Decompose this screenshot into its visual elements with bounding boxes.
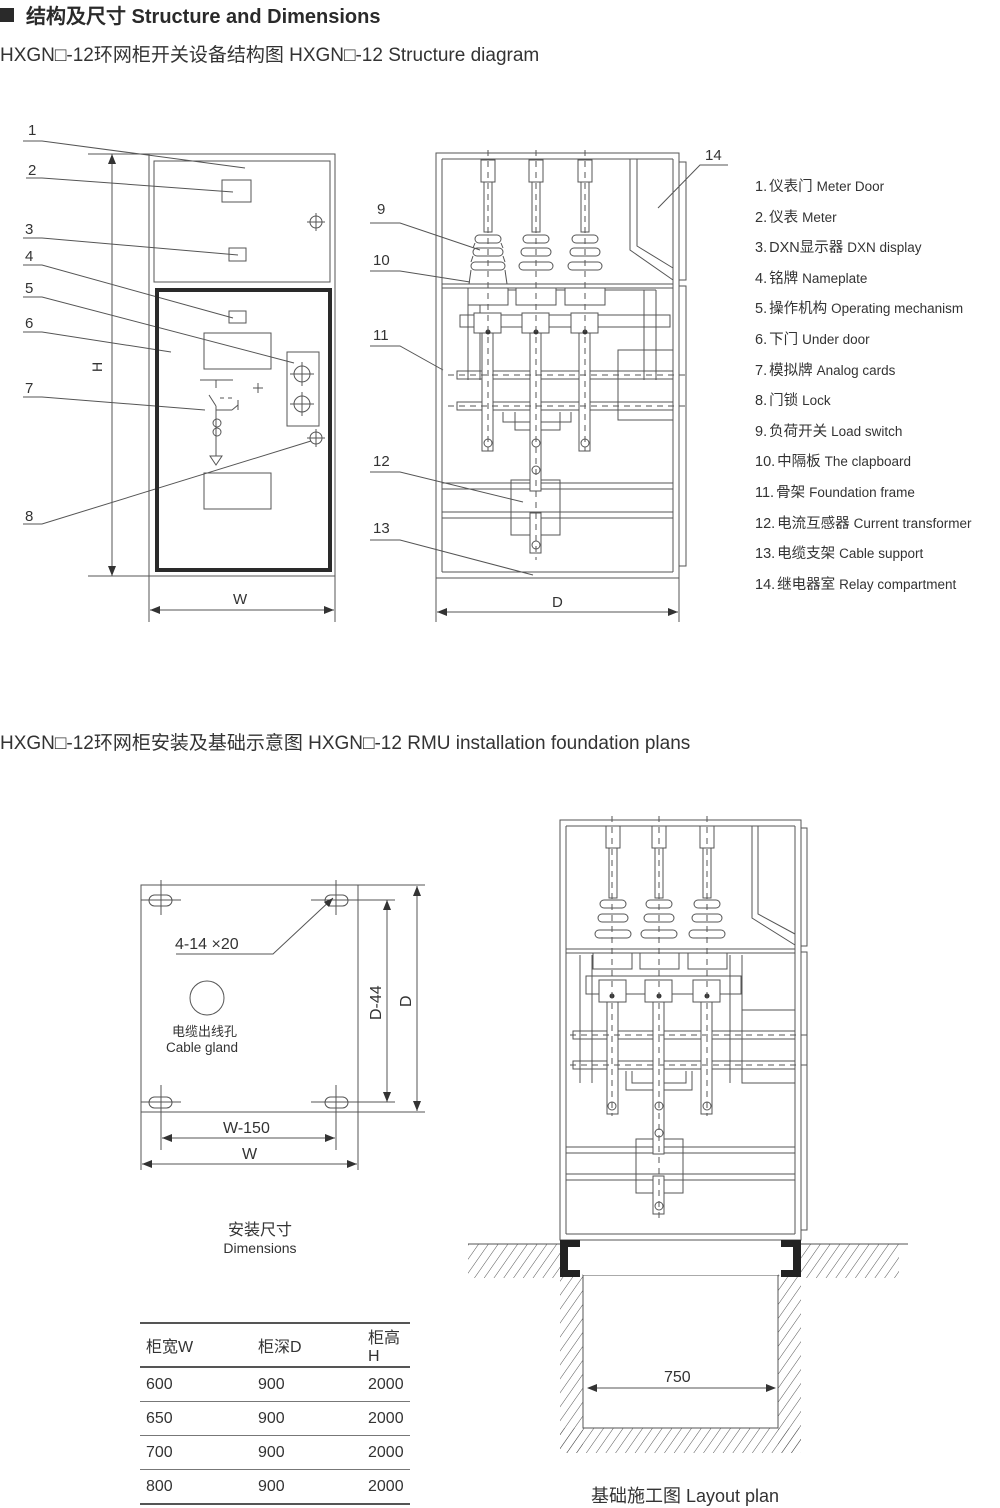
cell-depth: 900 — [258, 1477, 285, 1495]
inner-depth-label: D-44 — [368, 985, 385, 1020]
cable-gland-zh: 电缆出线孔 — [172, 1024, 237, 1039]
section-title-text: 结构及尺寸 Structure and Dimensions — [26, 6, 381, 28]
width-label: W — [233, 591, 248, 608]
under-door — [155, 288, 332, 572]
dimensions-caption-zh: 安装尺寸 — [227, 1222, 292, 1239]
lower-panel — [203, 472, 272, 510]
channel-steel-left — [560, 1240, 580, 1277]
inner-width-label: W-150 — [223, 1120, 270, 1137]
width-label: W — [242, 1146, 258, 1163]
callout-3: 3 — [25, 221, 33, 238]
upper-panel — [203, 332, 272, 370]
meter-door — [153, 160, 331, 283]
depth-label: D — [552, 594, 563, 611]
meter — [221, 179, 252, 203]
callout-7: 7 — [25, 380, 33, 397]
table-header-row: 柜宽W 柜深D 柜高H — [140, 1323, 410, 1367]
table-row: 800 900 2000 — [140, 1470, 410, 1504]
callout-13: 13 — [373, 520, 390, 537]
cell-height: 2000 — [368, 1409, 404, 1427]
foundation-trench — [582, 1274, 779, 1429]
section-title: 结构及尺寸 Structure and Dimensions — [0, 0, 381, 29]
callout-12: 12 — [373, 453, 390, 470]
channel-steel-right — [781, 1240, 801, 1277]
callout-1: 1 — [28, 122, 36, 139]
layout-plan-diagram: 750 — [468, 816, 908, 1453]
table-row: 700 900 2000 — [140, 1436, 410, 1470]
side-view-diagram: D 9 10 11 12 13 14 — [370, 147, 728, 622]
cable-gland-en: Cable gland — [166, 1040, 238, 1055]
cell-depth: 900 — [258, 1443, 285, 1461]
installation-subtitle: HXGN□-12环网柜安装及基础示意图 HXGN□-12 RMU install… — [0, 733, 691, 754]
callout-6: 6 — [25, 315, 33, 332]
dimensions-caption-en: Dimensions — [223, 1240, 297, 1256]
callout-4: 4 — [25, 248, 33, 265]
structure-subtitle: HXGN□-12环网柜开关设备结构图 HXGN□-12 Structure di… — [0, 45, 540, 66]
cell-height: 2000 — [368, 1375, 404, 1393]
cell-width: 800 — [146, 1477, 173, 1495]
height-label: H — [89, 362, 105, 372]
cell-depth: 900 — [258, 1409, 285, 1427]
table-row: 600 900 2000 — [140, 1367, 410, 1402]
callout-2: 2 — [28, 162, 36, 179]
installation-plan-diagram: 4-14 ×20 电缆出线孔 Cable gland W-150 W D-44 … — [140, 880, 425, 1170]
depth-label: D — [398, 995, 415, 1007]
callout-11: 11 — [373, 327, 389, 344]
square-bullet-icon — [0, 7, 14, 22]
nameplate — [228, 310, 247, 324]
trench-width-label: 750 — [664, 1369, 691, 1386]
layout-plan-caption: 基础施工图 Layout plan — [590, 1486, 780, 1506]
cell-width: 600 — [146, 1375, 173, 1393]
table-row: 650 900 2000 — [140, 1402, 410, 1436]
cable-gland-hole — [189, 980, 225, 1016]
cell-width: 650 — [146, 1409, 173, 1427]
operating-mechanism — [286, 351, 320, 427]
cabinet-outline — [148, 153, 336, 577]
cell-height: 2000 — [368, 1477, 404, 1495]
cell-width: 700 — [146, 1443, 173, 1461]
front-view-diagram: H W 1 2 3 4 5 6 7 8 — [23, 122, 336, 622]
cell-depth: 900 — [258, 1375, 285, 1393]
callout-5: 5 — [25, 280, 33, 297]
callout-10: 10 — [373, 252, 390, 269]
callout-8: 8 — [25, 508, 33, 525]
callout-14: 14 — [705, 147, 722, 164]
cell-height: 2000 — [368, 1443, 404, 1461]
column-header-height: 柜高H — [368, 1330, 401, 1365]
column-header-width: 柜宽W — [146, 1339, 194, 1356]
callout-9: 9 — [377, 201, 385, 218]
column-header-depth: 柜深D — [258, 1339, 302, 1356]
dimensions-table: 柜宽W 柜深D 柜高H 600 900 2000 650 900 2000 70… — [140, 1322, 410, 1505]
hole-spec-label: 4-14 ×20 — [175, 936, 239, 953]
